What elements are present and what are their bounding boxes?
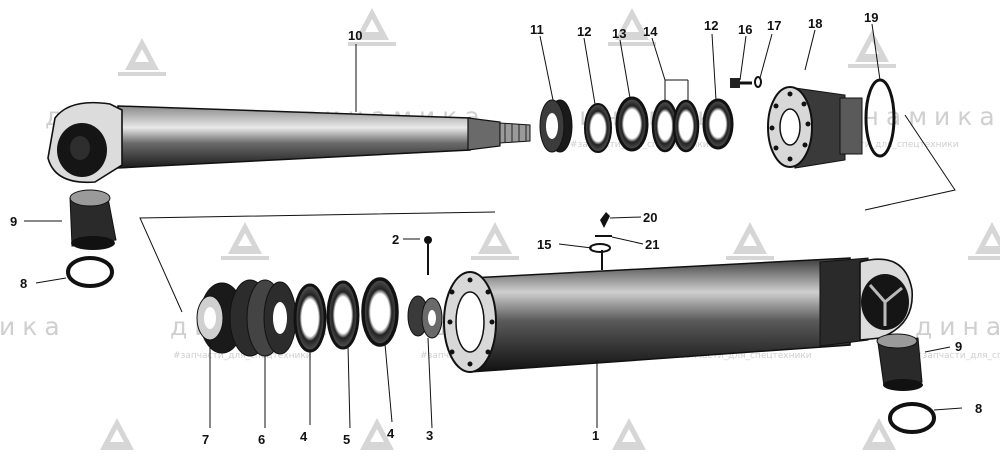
- callout-17: 17: [767, 18, 781, 33]
- piston-rod-10: [47, 101, 531, 184]
- callout-12: 12: [704, 18, 718, 33]
- watermark-tagline: #запчасти_для_спецтехники: [173, 351, 312, 361]
- cylinder-barrel-1: [443, 257, 913, 373]
- pin-2: [424, 236, 432, 275]
- callout-18: 18: [808, 16, 822, 31]
- seal-ring-5: [326, 280, 360, 350]
- callout-6: 6: [258, 432, 265, 447]
- callout-2: 2: [392, 232, 399, 247]
- seal-ring-14b: [672, 99, 700, 153]
- callout-7: 7: [202, 432, 209, 447]
- bolt-16: [730, 78, 752, 88]
- callout-5: 5: [343, 432, 350, 447]
- seal-ring-4a: [293, 283, 327, 353]
- callout-4: 4: [387, 426, 395, 441]
- watermark-logo: [612, 418, 646, 450]
- callout-8: 8: [975, 401, 982, 416]
- seal-ring-13: [615, 96, 649, 152]
- assembly-frame-line: [864, 114, 956, 211]
- callout-1: 1: [592, 428, 599, 443]
- callout-13: 13: [612, 26, 626, 41]
- callout-15: 15: [537, 237, 551, 252]
- watermark-tagline: #запчасти_для_спецтехники: [915, 351, 1000, 361]
- callout-19: 19: [864, 10, 878, 25]
- ring-8-right: [888, 402, 936, 434]
- watermark-logo: [100, 418, 134, 450]
- callout-10: 10: [348, 28, 362, 43]
- callout-21: 21: [645, 237, 659, 252]
- piston-6: [229, 279, 297, 357]
- fitting-20: [600, 212, 610, 228]
- callout-4: 4: [300, 429, 308, 444]
- callout-labels: 10 11 12 13 14 12 16 17 18 19 9 8 20 2 1…: [10, 10, 982, 447]
- watermark-logo: [221, 222, 269, 260]
- callout-9: 9: [10, 214, 17, 229]
- callout-3: 3: [426, 428, 433, 443]
- watermark-logo: [608, 8, 656, 46]
- leader-lines: [24, 23, 963, 429]
- watermark-logo: [471, 222, 519, 260]
- watermark-logo: [726, 222, 774, 260]
- watermark-logo: [862, 418, 896, 450]
- washer-17: [754, 76, 762, 88]
- watermark-tagline: #запчасти_для_спецтехники: [673, 351, 812, 361]
- watermark-layer: динамика динамика динамика динамика дина…: [0, 8, 1000, 450]
- callout-8: 8: [20, 276, 27, 291]
- watermark-logo: [848, 30, 896, 68]
- bushing-9-right: [876, 333, 923, 391]
- watermark-brand-text: динамика: [0, 312, 67, 341]
- cylinder-head-18: [767, 86, 863, 169]
- watermark-logo: [118, 38, 166, 76]
- callout-9: 9: [955, 339, 962, 354]
- watermark-logo: [348, 8, 396, 46]
- seal-ring-4b: [361, 277, 399, 347]
- seal-ring-12: [584, 103, 612, 153]
- watermark-logo: [968, 222, 1000, 260]
- bushing-9-left: [69, 189, 117, 250]
- watermark-brand-text: динамика: [915, 312, 1000, 341]
- seal-ring-12b: [702, 98, 734, 150]
- callout-20: 20: [643, 210, 657, 225]
- callout-11: 11: [530, 22, 544, 37]
- callout-12: 12: [577, 24, 591, 39]
- watermark-logo: [360, 418, 394, 450]
- nut-3: [407, 295, 443, 339]
- fitting-15: [589, 243, 611, 270]
- ring-8-left: [66, 256, 114, 288]
- callout-16: 16: [738, 22, 752, 37]
- piston-11: [539, 99, 573, 153]
- assembly-frame-line: [139, 211, 496, 313]
- callout-14: 14: [643, 24, 658, 39]
